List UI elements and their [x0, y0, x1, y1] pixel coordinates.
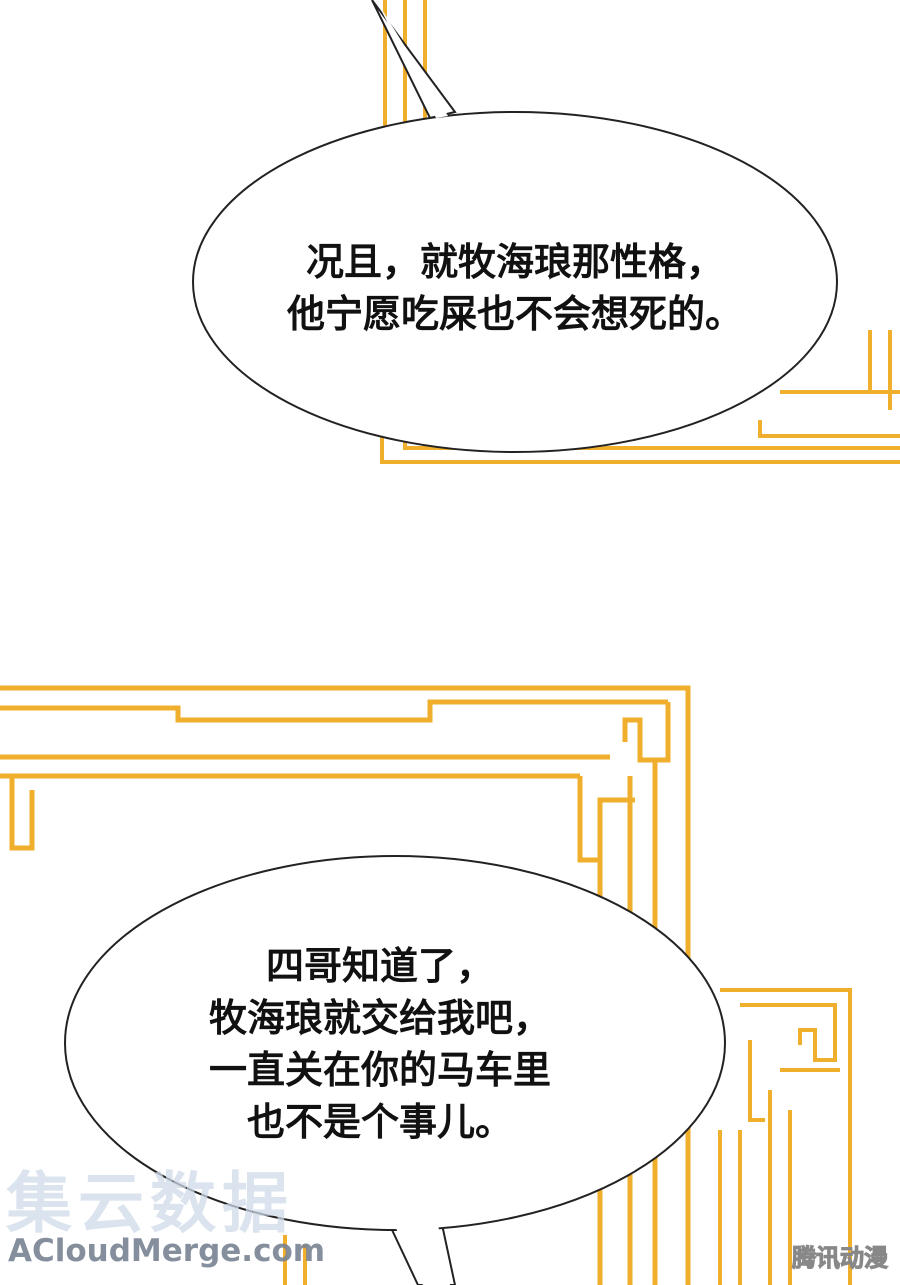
watermark-english: ACloudMerge.com — [8, 1233, 326, 1269]
speech-bubble-1 — [192, 0, 838, 453]
speech-line: 牧海琅就交给我吧， — [208, 996, 551, 1040]
speech-line: 他宁愿吃屎也不会想死的。 — [286, 292, 743, 336]
speech-line: 况且，就牧海琅那性格， — [305, 240, 724, 284]
gold-frame-right — [718, 988, 852, 1285]
speech-bubble-2-text: 四哥知道了， 牧海琅就交给我吧， 一直关在你的马车里 也不是个事儿。 — [130, 940, 630, 1148]
gold-frame-lower — [283, 1235, 307, 1285]
speech-line: 也不是个事儿。 — [246, 1100, 513, 1144]
speech-bubble-2 — [64, 855, 726, 1285]
watermark-publisher: 腾讯动漫 — [792, 1244, 889, 1273]
speech-line: 一直关在你的马车里 — [208, 1048, 551, 1092]
speech-line: 四哥知道了， — [265, 944, 494, 988]
watermark-chinese: 集云数据 — [6, 1165, 294, 1242]
speech-bubble-1-text: 况且，就牧海琅那性格， 他宁愿吃屎也不会想死的。 — [215, 236, 815, 340]
